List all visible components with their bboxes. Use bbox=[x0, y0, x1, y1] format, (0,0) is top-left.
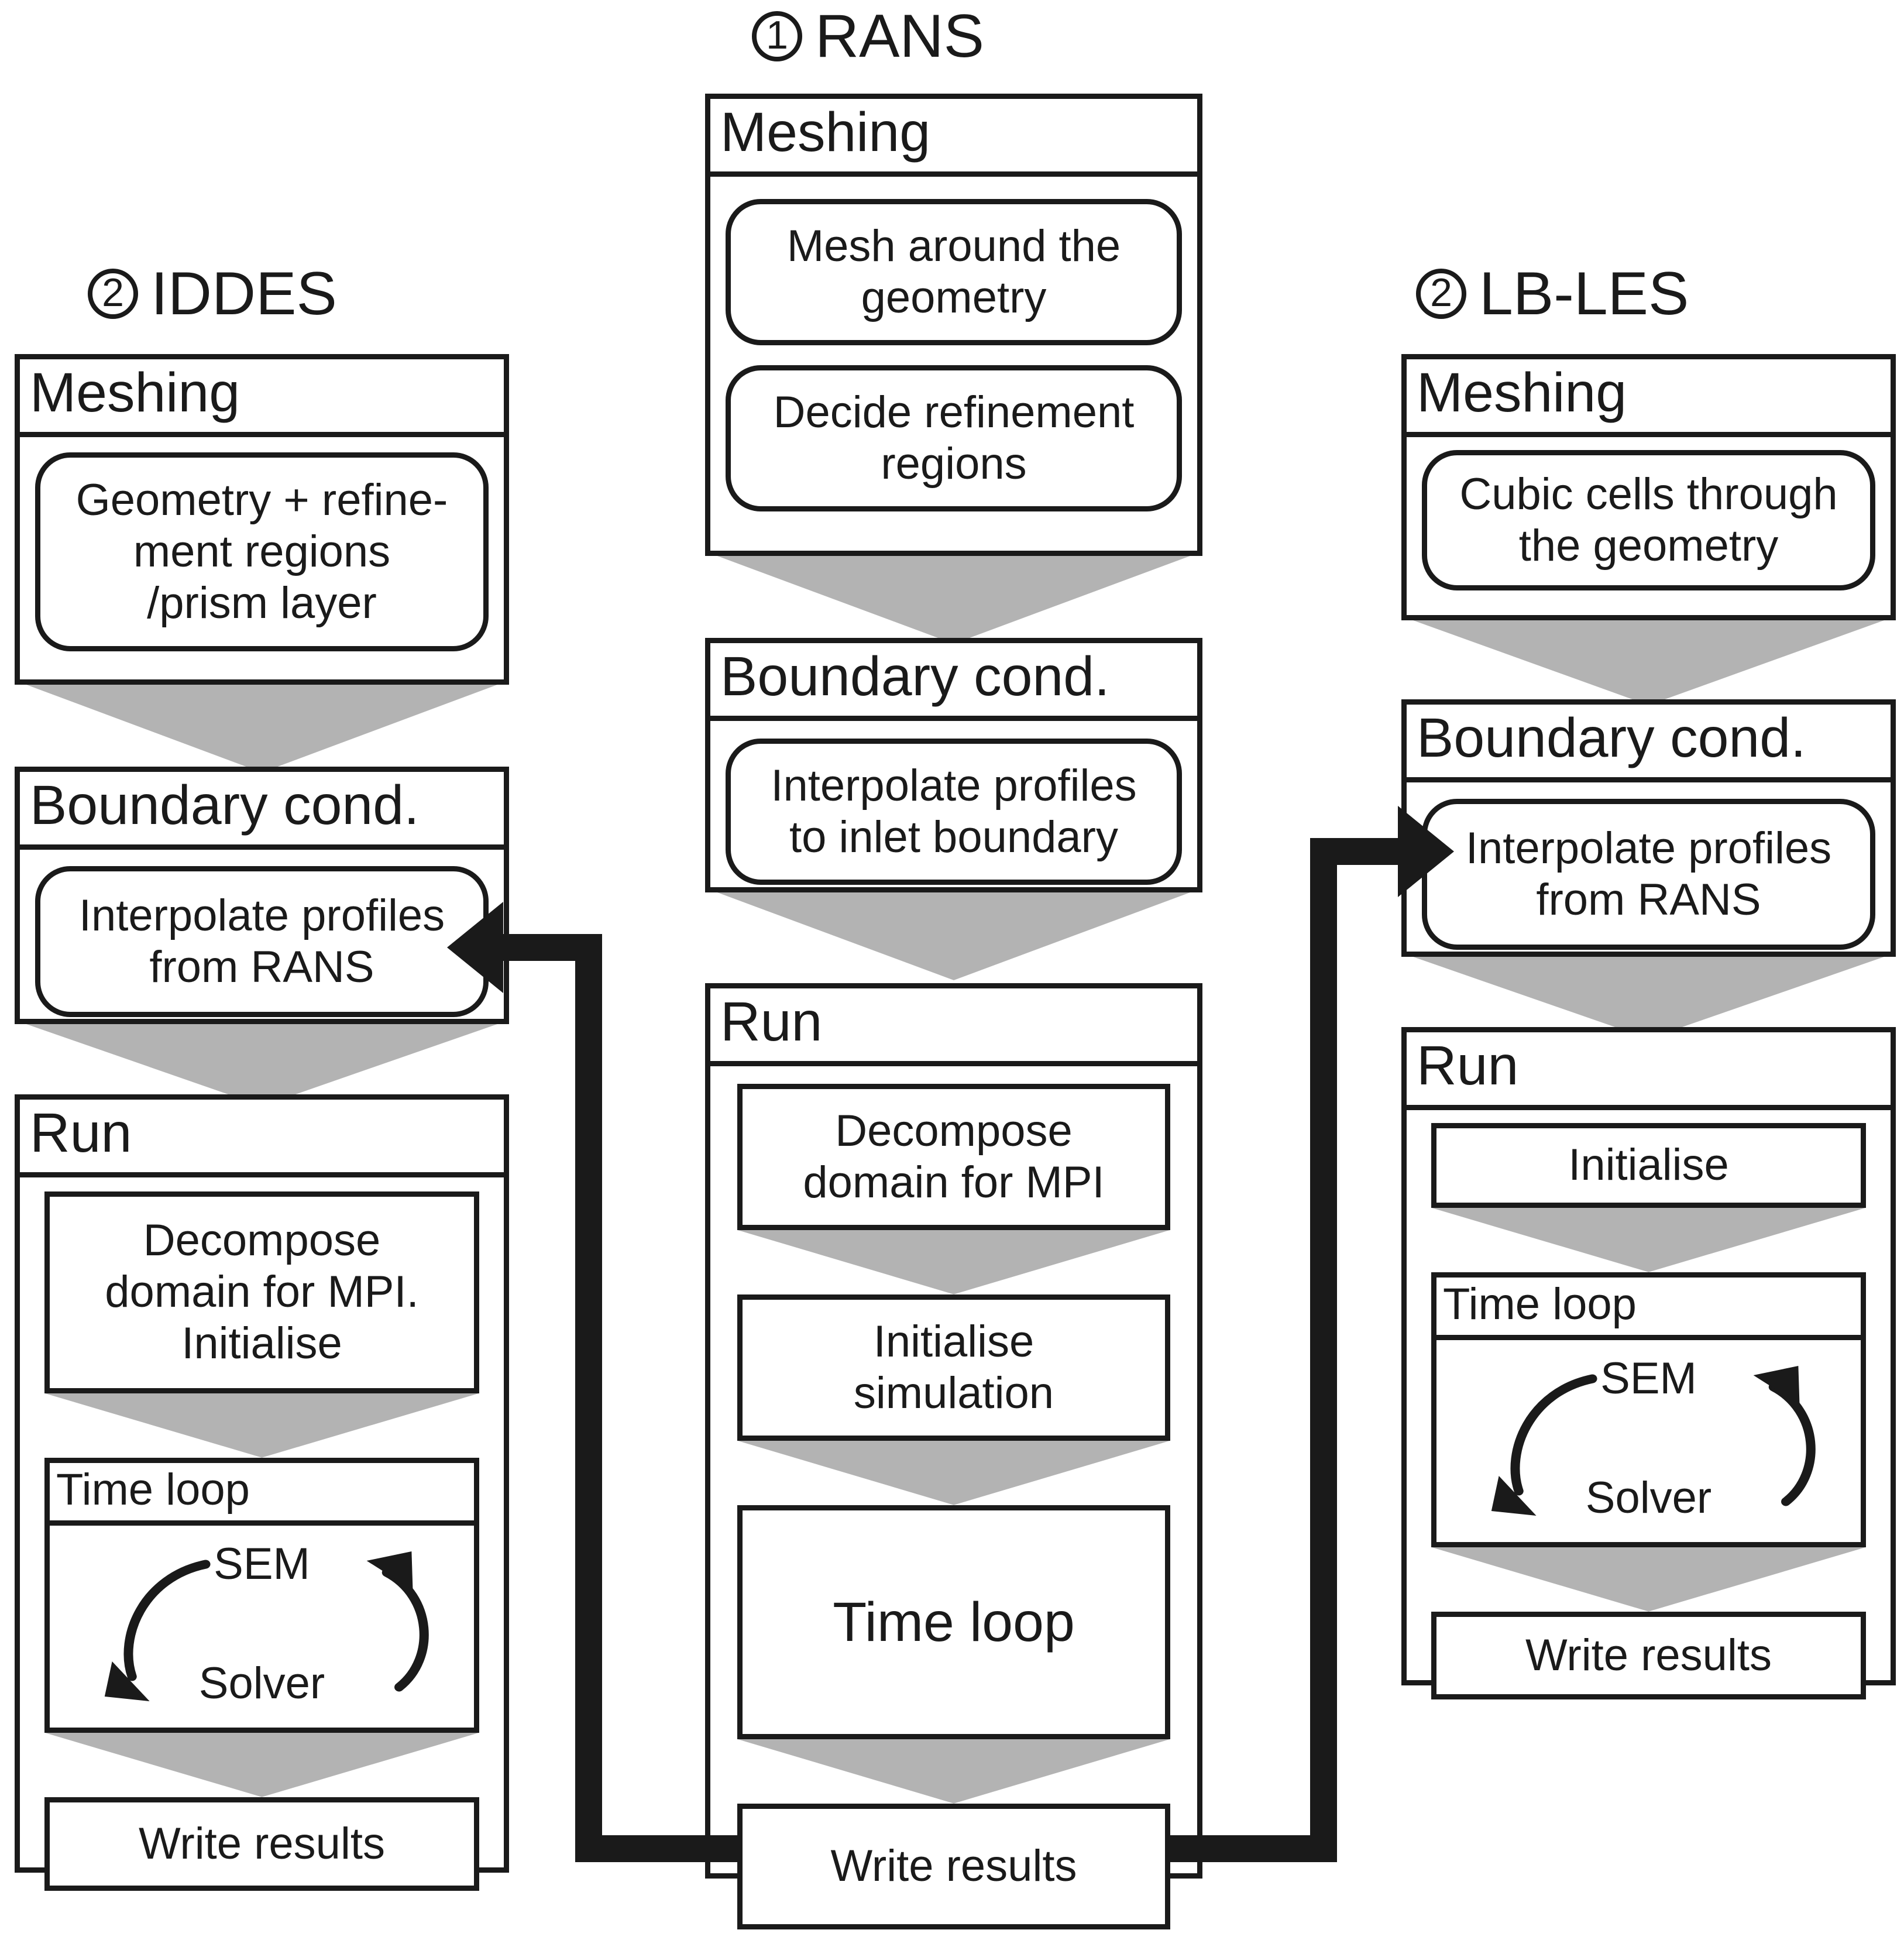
iddes-run-title: Run bbox=[15, 1100, 509, 1177]
iddes-run-stage: Run Decompose domain for MPI. Initialise… bbox=[15, 1094, 509, 1891]
connector-arrowhead-iddes-icon bbox=[447, 902, 503, 993]
rans-run-title: Run bbox=[705, 988, 1202, 1066]
lbles-boundary-title: Boundary cond. bbox=[1401, 705, 1896, 782]
connector-arrowhead-lbles-icon bbox=[1398, 806, 1454, 897]
rans-chevron-timeloop-to-write bbox=[737, 1739, 1170, 1804]
iddes-meshing-title: Meshing bbox=[15, 359, 509, 437]
cycle-arrows-icon bbox=[1491, 1365, 1816, 1516]
lbles-interpolate-from-rans-node: Interpolate profiles from RANS bbox=[1422, 798, 1875, 950]
iddes-geometry-refinement-node: Geometry + refine- ment regions /prism l… bbox=[35, 452, 489, 651]
lbles-time-loop-title: Time loop bbox=[1431, 1278, 1866, 1340]
connector-rans-to-lbles-horizontal-top bbox=[1310, 838, 1398, 865]
cycle-arrows-icon bbox=[104, 1551, 429, 1701]
column-title-lbles: LB-LES bbox=[1479, 260, 1689, 328]
rans-boundary-title: Boundary cond. bbox=[705, 643, 1202, 721]
iddes-chevron-meshing-to-boundary bbox=[26, 685, 497, 772]
iddes-time-loop-subbox: Time loop SEM Solver bbox=[44, 1457, 479, 1736]
rans-meshing-stage: Meshing Mesh around the geometry Decide … bbox=[705, 94, 1202, 556]
badge-number-icon: 2 bbox=[1416, 269, 1466, 319]
lbles-meshing-title: Meshing bbox=[1401, 359, 1896, 437]
connector-rans-to-iddes-horizontal-bottom bbox=[575, 1835, 745, 1862]
connector-rans-to-lbles-vertical bbox=[1310, 838, 1337, 1862]
badge-number-icon: 1 bbox=[752, 11, 802, 61]
rans-chevron-boundary-to-run bbox=[717, 892, 1190, 980]
lbles-chevron-boundary-to-run bbox=[1413, 957, 1884, 1039]
lbles-cubic-cells-node: Cubic cells through the geometry bbox=[1422, 449, 1875, 590]
lbles-chevron-initialise-to-timeloop bbox=[1431, 1207, 1866, 1272]
rans-write-results-node: Write results bbox=[737, 1803, 1170, 1929]
iddes-decompose-node: Decompose domain for MPI. Initialise bbox=[44, 1191, 479, 1393]
rans-mesh-around-geometry-node: Mesh around the geometry bbox=[726, 198, 1182, 345]
column-title-rans: RANS bbox=[815, 2, 984, 70]
lbles-write-results-node: Write results bbox=[1431, 1611, 1866, 1699]
lbles-run-title: Run bbox=[1401, 1032, 1896, 1110]
rans-time-loop-node: Time loop bbox=[737, 1505, 1170, 1739]
rans-chevron-initialise-to-timeloop bbox=[737, 1440, 1170, 1505]
iddes-interpolate-from-rans-node: Interpolate profiles from RANS bbox=[35, 866, 489, 1017]
rans-chevron-decompose-to-initialise bbox=[737, 1230, 1170, 1294]
iddes-boundary-stage: Boundary cond. Interpolate profiles from… bbox=[15, 767, 509, 1024]
column-title-iddes: IDDES bbox=[151, 260, 337, 328]
lbles-solver-label: Solver bbox=[1585, 1472, 1712, 1523]
iddes-boundary-title: Boundary cond. bbox=[15, 772, 509, 850]
lbles-chevron-meshing-to-boundary bbox=[1413, 620, 1884, 705]
lbles-initialise-node: Initialise bbox=[1431, 1122, 1866, 1208]
column-header-lbles: 2 LB-LES bbox=[1416, 263, 1689, 324]
lbles-meshing-stage: Meshing Cubic cells through the geometry bbox=[1401, 354, 1896, 620]
rans-decide-refinement-node: Decide refinement regions bbox=[726, 365, 1182, 511]
lbles-sem-label: SEM bbox=[1600, 1353, 1697, 1403]
iddes-solver-label: Solver bbox=[198, 1658, 325, 1708]
connector-rans-to-iddes-vertical bbox=[575, 934, 602, 1862]
lbles-time-loop-subbox: Time loop SEM Solver bbox=[1431, 1272, 1866, 1547]
rans-chevron-meshing-to-boundary bbox=[717, 556, 1190, 644]
iddes-chevron-decompose-to-timeloop bbox=[44, 1393, 479, 1458]
iddes-sem-solver-cycle: SEM Solver bbox=[50, 1526, 474, 1736]
rans-boundary-stage: Boundary cond. Interpolate profiles to i… bbox=[705, 638, 1202, 892]
iddes-write-results-node: Write results bbox=[44, 1797, 479, 1891]
rans-decompose-node: Decompose domain for MPI bbox=[737, 1083, 1170, 1230]
iddes-time-loop-title: Time loop bbox=[44, 1463, 479, 1526]
rans-meshing-title: Meshing bbox=[705, 99, 1202, 177]
iddes-sem-label: SEM bbox=[214, 1539, 310, 1589]
connector-rans-to-iddes-horizontal-top bbox=[503, 934, 602, 961]
rans-run-stage: Run Decompose domain for MPI Initialise … bbox=[705, 983, 1202, 1929]
column-header-rans: 1 RANS bbox=[752, 6, 984, 67]
lbles-run-stage: Run Initialise Time loop SEM Solver bbox=[1401, 1027, 1896, 1699]
column-header-iddes: 2 IDDES bbox=[88, 263, 337, 324]
lbles-sem-solver-cycle: SEM Solver bbox=[1436, 1340, 1861, 1551]
lbles-boundary-stage: Boundary cond. Interpolate profiles from… bbox=[1401, 699, 1896, 957]
rans-initialise-node: Initialise simulation bbox=[737, 1294, 1170, 1441]
iddes-chevron-timeloop-to-write bbox=[44, 1732, 479, 1797]
connector-rans-to-lbles-horizontal-bottom bbox=[1161, 1835, 1337, 1862]
iddes-meshing-stage: Meshing Geometry + refine- ment regions … bbox=[15, 354, 509, 685]
rans-interpolate-inlet-node: Interpolate profiles to inlet boundary bbox=[726, 738, 1182, 885]
badge-number-icon: 2 bbox=[88, 269, 138, 319]
iddes-chevron-boundary-to-run bbox=[26, 1024, 497, 1106]
lbles-chevron-timeloop-to-write bbox=[1431, 1547, 1866, 1612]
